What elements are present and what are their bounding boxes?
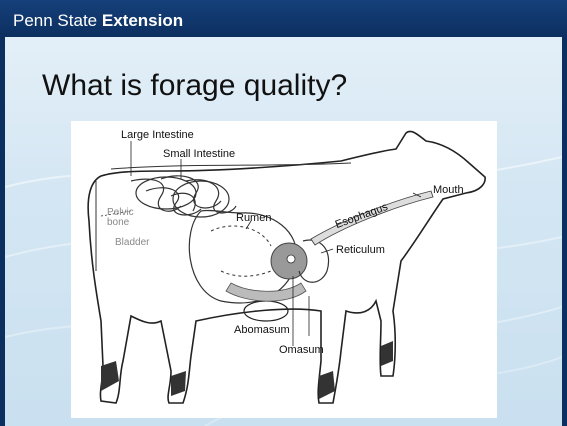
label-omasum: Omasum	[279, 344, 324, 356]
label-reticulum: Reticulum	[336, 244, 385, 256]
label-bladder: Bladder	[115, 237, 150, 248]
brand-part1: Penn State	[13, 11, 97, 30]
brand-part2: Extension	[102, 11, 183, 30]
slide-title: What is forage quality?	[42, 69, 347, 103]
label-abomasum: Abomasum	[234, 324, 290, 336]
label-large-intestine: Large Intestine	[121, 129, 194, 141]
brand-logo: Penn State Extension	[13, 11, 183, 31]
label-rumen: Rumen	[236, 212, 271, 224]
label-mouth: Mouth	[433, 184, 464, 196]
cow-illustration: Large Intestine Small Intestine Pelvic b…	[71, 121, 497, 418]
label-esophagus: Esophagus	[334, 201, 390, 231]
header-bar: Penn State Extension	[0, 0, 567, 37]
cow-digestive-diagram: Large Intestine Small Intestine Pelvic b…	[71, 121, 497, 418]
label-bone: bone	[107, 217, 130, 228]
label-small-intestine: Small Intestine	[163, 148, 235, 160]
